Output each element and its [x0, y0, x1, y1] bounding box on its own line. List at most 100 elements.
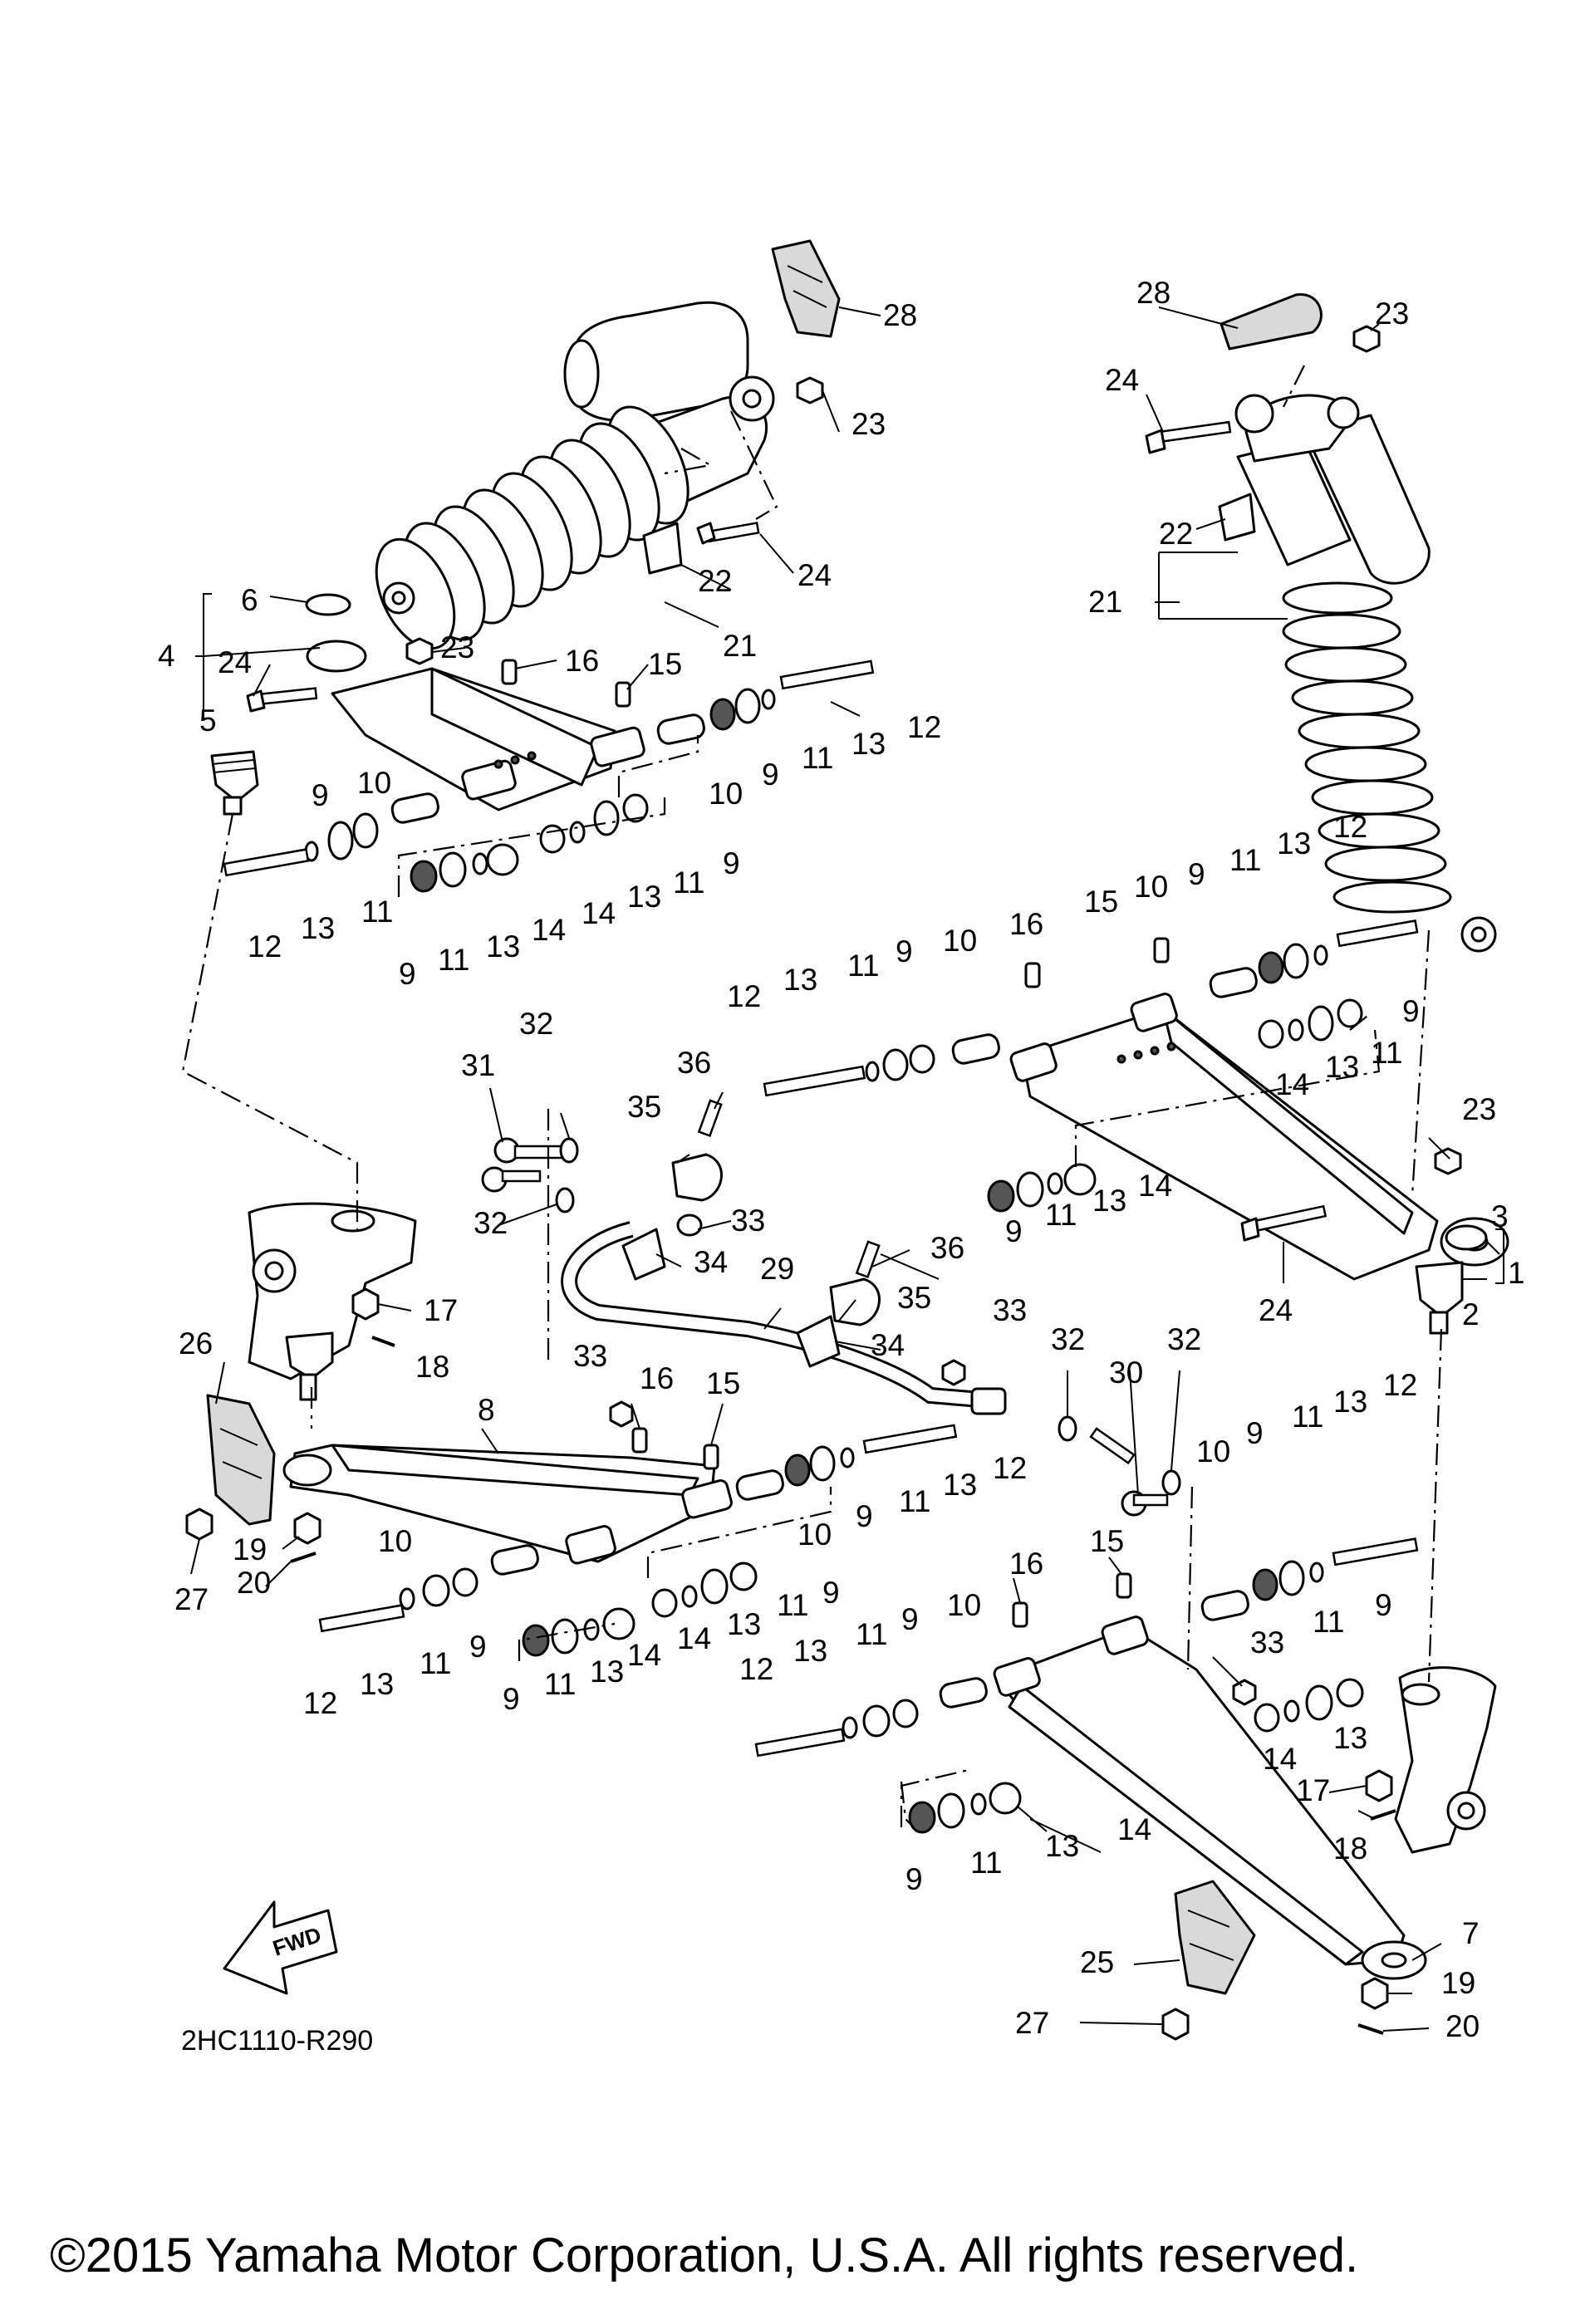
bolt-27-right[interactable] — [1161, 2008, 1190, 2041]
washer-32d[interactable] — [1161, 1469, 1181, 1496]
callout-3: 3 — [1491, 1199, 1509, 1233]
nut-19-left[interactable] — [293, 1512, 321, 1545]
nut-23-right-arm[interactable] — [1434, 1147, 1462, 1175]
bolt-24-right-top[interactable] — [1145, 420, 1232, 454]
callout-14-lr-d: 14 — [1117, 1812, 1151, 1846]
clip-3[interactable] — [1445, 1224, 1488, 1251]
washer-32c[interactable] — [1058, 1415, 1077, 1442]
bracket-35-left[interactable] — [671, 1153, 723, 1202]
guard-26[interactable] — [206, 1394, 276, 1526]
link-rod-30[interactable] — [1089, 1427, 1169, 1517]
grease-nipple-15-right[interactable] — [1153, 937, 1170, 963]
grease-nipple-15-lower-left[interactable] — [703, 1444, 719, 1470]
nut-23-left[interactable] — [796, 376, 824, 404]
pin-18-right[interactable] — [1370, 1809, 1396, 1821]
callout-11-ur-c: 11 — [1371, 1036, 1402, 1070]
callout-14-lr-c: 14 — [1263, 1742, 1297, 1776]
callout-35-a: 35 — [627, 1090, 661, 1124]
pin-20-right[interactable] — [1357, 2023, 1384, 2035]
callout-11-lr-d: 11 — [970, 1846, 1002, 1880]
grease-nipple-16-lower-left[interactable] — [631, 1427, 648, 1454]
bolt-36-right[interactable] — [855, 1240, 881, 1278]
bolt-36-left[interactable] — [697, 1099, 723, 1137]
callout-13-ll-d: 13 — [360, 1667, 394, 1701]
callout-9-ul-right: 9 — [762, 758, 779, 792]
callout-9-ur-b: 9 — [896, 934, 913, 968]
stabilizer-bar[interactable] — [561, 1221, 1007, 1415]
upper-arm-left[interactable] — [306, 640, 645, 811]
callout-9-ul-c: 9 — [399, 957, 416, 991]
callout-19-right: 19 — [1441, 1966, 1475, 2000]
grease-nipple-16-lower-right[interactable] — [1012, 1601, 1028, 1628]
upper-arm-right[interactable] — [1009, 993, 1509, 1281]
callout-27-left: 27 — [174, 1582, 209, 1616]
nut-23-upper-arm[interactable] — [405, 637, 434, 665]
shock-guard-right[interactable] — [1220, 293, 1323, 351]
callout-13-ur-c: 13 — [1325, 1050, 1359, 1084]
callout-31: 31 — [461, 1048, 495, 1082]
bushing-set-upper-right[interactable] — [763, 919, 1419, 1213]
callout-32-d: 32 — [1167, 1322, 1201, 1356]
nut-17-right[interactable] — [1365, 1769, 1393, 1802]
shock-guard-left[interactable] — [771, 239, 841, 338]
callout-11-ll-d: 11 — [420, 1646, 451, 1680]
bolt-27-left[interactable] — [185, 1508, 213, 1541]
callout-20-left: 20 — [237, 1566, 271, 1600]
callout-9-ur-a: 9 — [1188, 857, 1205, 891]
bushing-set-lower-right[interactable] — [754, 1537, 1419, 1834]
shock-absorber-left[interactable] — [361, 301, 775, 660]
callout-12-ll-d: 12 — [303, 1686, 337, 1720]
callout-17-left: 17 — [424, 1293, 458, 1327]
bushing-34-left[interactable] — [621, 1228, 666, 1281]
nut-17-left[interactable] — [351, 1287, 380, 1321]
steering-knuckle-right[interactable] — [1394, 1666, 1497, 1854]
link-rod-31[interactable] — [481, 1137, 571, 1193]
grease-nipple-15-lower-right[interactable] — [1116, 1572, 1132, 1599]
callout-10-ll-b: 10 — [378, 1524, 412, 1558]
callout-33-c: 33 — [573, 1339, 607, 1373]
bolt-24-upper-arm[interactable] — [246, 687, 318, 713]
callout-9-ul-b: 9 — [723, 846, 740, 880]
washer-32b[interactable] — [555, 1187, 575, 1213]
callout-labels: 28 23 24 22 21 6 4 24 23 16 15 5 12 13 1… — [158, 276, 1525, 2043]
nut-33-b[interactable] — [941, 1359, 966, 1386]
bushing-set-lower-left[interactable] — [318, 1424, 958, 1657]
callout-7: 7 — [1462, 1916, 1480, 1950]
bushing-set-upper-left[interactable] — [223, 659, 875, 893]
bushing-34-right[interactable] — [796, 1315, 841, 1368]
clip-6[interactable] — [305, 593, 351, 616]
callout-21-right: 21 — [1088, 585, 1122, 619]
bolt-24-left[interactable] — [696, 522, 760, 545]
steering-knuckle-left[interactable] — [248, 1202, 417, 1401]
callout-13-ul-d: 13 — [301, 911, 335, 945]
callout-13-lr-c: 13 — [1333, 1721, 1367, 1755]
guard-25[interactable] — [1174, 1880, 1256, 1995]
callout-28-left: 28 — [883, 298, 917, 332]
callout-10-ur-b: 10 — [943, 924, 977, 958]
ball-joint-5-left[interactable] — [210, 750, 259, 816]
shock-absorber-right[interactable] — [1234, 394, 1497, 953]
callout-36-b: 36 — [930, 1231, 964, 1265]
ball-joint-2-right[interactable] — [1415, 1261, 1464, 1335]
pin-20-left[interactable] — [290, 1552, 317, 1563]
grease-nipple-16-upper[interactable] — [501, 659, 518, 685]
callout-32-a: 32 — [519, 1007, 553, 1041]
washer-32a[interactable] — [559, 1137, 579, 1164]
lower-arm-left[interactable] — [282, 1444, 733, 1565]
callout-13-ul-c: 13 — [486, 929, 520, 963]
nut-33-d[interactable] — [1232, 1679, 1257, 1706]
callout-8: 8 — [478, 1393, 495, 1427]
callout-14-ur-d: 14 — [1138, 1169, 1172, 1203]
grease-nipple-15-upper[interactable] — [615, 681, 631, 708]
lower-arm-right[interactable] — [993, 1616, 1427, 1980]
bolt-24-right-arm[interactable] — [1240, 1204, 1328, 1242]
grease-nipple-16-right[interactable] — [1024, 962, 1041, 988]
pin-18-left[interactable] — [371, 1336, 395, 1347]
nut-33-a[interactable] — [676, 1213, 703, 1237]
callout-16-upper-left: 16 — [565, 644, 599, 678]
callout-11-ul-b: 11 — [673, 865, 704, 900]
nut-23-right-top[interactable] — [1352, 325, 1381, 353]
nut-19-right[interactable] — [1361, 1977, 1389, 2010]
callout-36-a: 36 — [677, 1046, 711, 1080]
nut-33-c[interactable] — [609, 1400, 634, 1428]
